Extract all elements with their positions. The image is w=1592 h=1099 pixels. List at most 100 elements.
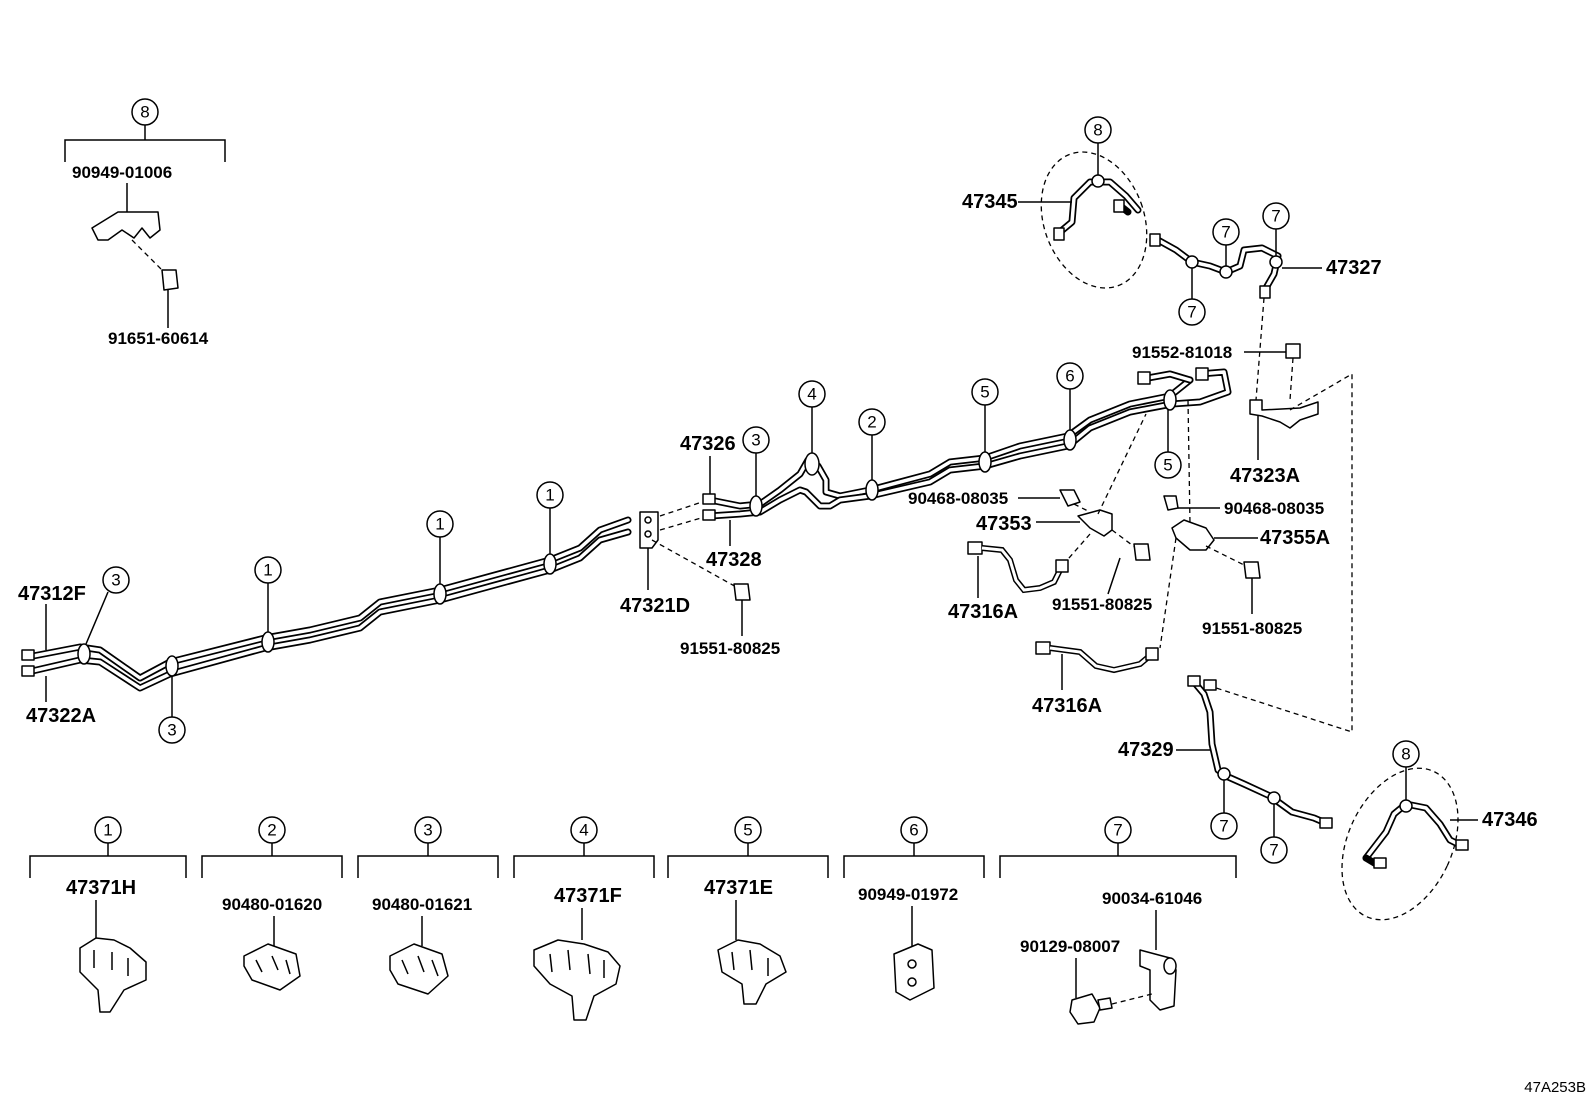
bolt-91551-80825-mid[interactable] — [1133, 543, 1151, 561]
svg-text:5: 5 — [743, 821, 752, 840]
svg-text:5: 5 — [980, 383, 989, 402]
clip-90468-08035-left[interactable] — [1059, 489, 1081, 507]
fitting-47329-c[interactable] — [1319, 817, 1333, 829]
label-91551-80825-left[interactable]: 91551-80825 — [680, 639, 780, 658]
fitting-47346-b[interactable] — [1455, 839, 1469, 851]
fitting-47327-b[interactable] — [1259, 285, 1271, 299]
label-90949-01006[interactable]: 90949-01006 — [72, 163, 172, 182]
group-47329: 7 7 47329 — [1118, 675, 1333, 864]
clip-1-b[interactable] — [433, 583, 447, 605]
legend-part-47371H[interactable]: 47371H — [66, 877, 136, 899]
hose-fitting-47316A-c[interactable] — [1035, 641, 1051, 655]
legend-item-4[interactable]: 4 47371F — [513, 816, 655, 1021]
svg-text:7: 7 — [1269, 841, 1278, 860]
label-91551-80825-right[interactable]: 91551-80825 — [1202, 619, 1302, 638]
bracket-47323A[interactable] — [1249, 399, 1319, 429]
junction-47321D[interactable]: 47321D 91551-80825 — [620, 499, 780, 658]
group-47353: 90468-08035 47353 91551-80825 47316A — [908, 413, 1152, 623]
label-47328[interactable]: 47328 — [706, 549, 762, 571]
svg-text:6: 6 — [909, 821, 918, 840]
clip-1-c[interactable] — [543, 553, 557, 575]
legend-part-90480-01621[interactable]: 90480-01621 — [372, 895, 472, 914]
clip-5-a[interactable] — [978, 451, 992, 473]
bolt-91551-80825-left[interactable] — [733, 583, 751, 601]
bolt-91651-60614[interactable] — [161, 269, 179, 291]
fitting-47322A[interactable] — [21, 665, 35, 677]
clip-3-left[interactable] — [77, 643, 91, 665]
clip-3-lower[interactable] — [165, 655, 179, 677]
label-90468-08035-right[interactable]: 90468-08035 — [1224, 499, 1324, 518]
clip-5-b[interactable] — [1163, 389, 1177, 411]
fitting-47345-b[interactable] — [1113, 199, 1125, 213]
label-91552-81018[interactable]: 91552-81018 — [1132, 343, 1232, 362]
fitting-47326[interactable] — [702, 493, 716, 505]
bracket-47353[interactable] — [1077, 509, 1113, 537]
label-91551-80825-mid[interactable]: 91551-80825 — [1052, 595, 1152, 614]
legend-item-7[interactable]: 7 90034-61046 90129-08007 — [999, 816, 1237, 1025]
clamp-90480-01621 — [389, 943, 449, 995]
svg-text:1: 1 — [103, 821, 112, 840]
legend-part-90129-08007[interactable]: 90129-08007 — [1020, 937, 1120, 956]
legend-item-3[interactable]: 3 90480-01621 — [357, 816, 499, 995]
label-47323A[interactable]: 47323A — [1230, 465, 1300, 487]
legend-part-47371E[interactable]: 47371E — [704, 877, 773, 899]
fitting-47328[interactable] — [702, 509, 716, 521]
label-91651-60614[interactable]: 91651-60614 — [108, 329, 209, 348]
label-47327[interactable]: 47327 — [1326, 257, 1382, 279]
bolt-91551-80825-right[interactable] — [1243, 561, 1261, 579]
group-47316A-lower: 47316A — [1032, 641, 1159, 717]
svg-text:3: 3 — [167, 721, 176, 740]
legend-item-2[interactable]: 2 90480-01620 — [201, 816, 343, 991]
legend-part-90949-01972[interactable]: 90949-01972 — [858, 885, 958, 904]
hose-fitting-47316A-b[interactable] — [1055, 559, 1069, 573]
label-47329[interactable]: 47329 — [1118, 739, 1174, 761]
fitting-front-b[interactable] — [1195, 367, 1209, 381]
label-47322A[interactable]: 47322A — [26, 705, 96, 727]
group-47346: 8 47346 — [1341, 740, 1538, 921]
hose-fitting-47316A-a[interactable] — [967, 541, 983, 555]
label-47312F[interactable]: 47312F — [18, 583, 86, 605]
fitting-front-a[interactable] — [1137, 371, 1151, 385]
hose-fitting-47316A-d[interactable] — [1145, 647, 1159, 661]
label-47345[interactable]: 47345 — [962, 191, 1018, 213]
legend-item-1[interactable]: 1 47371H — [29, 816, 187, 1013]
fitting-47345-a[interactable] — [1053, 227, 1065, 241]
clip-90468-08035-right[interactable] — [1163, 495, 1179, 511]
group-47327: 7 7 7 47327 — [1149, 202, 1382, 401]
legend-item-5[interactable]: 5 47371E — [667, 816, 829, 1005]
clip-4[interactable] — [804, 452, 820, 476]
main-brake-line: 3 3 1 1 1 47312F 47322A — [18, 481, 632, 744]
svg-text:7: 7 — [1187, 303, 1196, 322]
group-47323A: 91552-81018 47323A — [1132, 343, 1353, 733]
label-47346[interactable]: 47346 — [1482, 809, 1538, 831]
label-47353[interactable]: 47353 — [976, 513, 1032, 535]
legend-part-90480-01620[interactable]: 90480-01620 — [222, 895, 322, 914]
label-47316A-b[interactable]: 47316A — [1032, 695, 1102, 717]
legend-part-47371F[interactable]: 47371F — [554, 885, 622, 907]
bolt-91552-81018[interactable] — [1285, 343, 1301, 359]
legend-item-6[interactable]: 6 90949-01972 — [843, 816, 985, 1001]
clip-6[interactable] — [1063, 429, 1077, 451]
svg-text:4: 4 — [579, 821, 588, 840]
clamp-90949-01006[interactable] — [91, 211, 161, 241]
clip-1-a[interactable] — [261, 631, 275, 653]
legend-part-90034-61046[interactable]: 90034-61046 — [1102, 889, 1202, 908]
svg-text:3: 3 — [751, 431, 760, 450]
label-47321D[interactable]: 47321D — [620, 595, 690, 617]
svg-text:8: 8 — [1093, 121, 1102, 140]
label-47316A-a[interactable]: 47316A — [948, 601, 1018, 623]
clip-2[interactable] — [865, 479, 879, 501]
fitting-47346-a[interactable] — [1373, 857, 1387, 869]
fitting-47312F[interactable] — [21, 649, 35, 661]
group-47345: 8 47345 — [962, 116, 1148, 289]
clamp-90949-01972 — [893, 943, 935, 1001]
label-90468-08035-left[interactable]: 90468-08035 — [908, 489, 1008, 508]
clamp-47371F — [533, 939, 621, 1021]
clip-3-front[interactable] — [749, 495, 763, 517]
fitting-47329-a[interactable] — [1187, 675, 1201, 687]
label-47355A[interactable]: 47355A — [1260, 527, 1330, 549]
label-47326[interactable]: 47326 — [680, 433, 736, 455]
bracket-47355A[interactable] — [1171, 519, 1215, 551]
fitting-47329-b[interactable] — [1203, 679, 1217, 691]
fitting-47327-a[interactable] — [1149, 233, 1161, 247]
